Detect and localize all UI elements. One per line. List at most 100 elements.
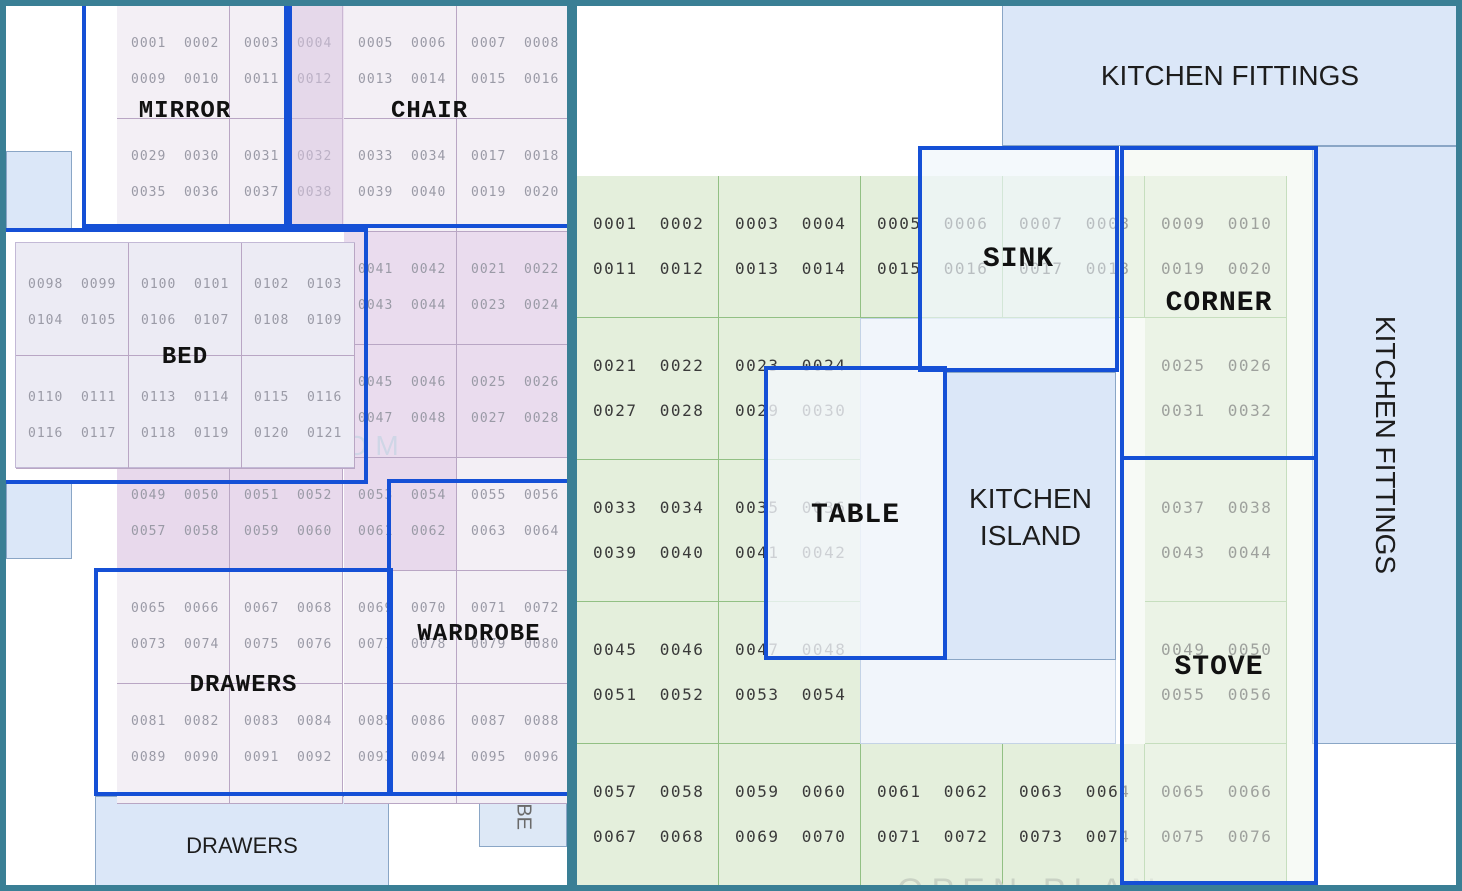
cell-id-row-2: 0091 0092 [244,750,333,765]
cell-id-row-1: 0098 0099 [28,277,117,292]
mirror-label: MIRROR [138,98,232,125]
cell-id-row-1: 0033 0034 [593,498,705,517]
cell-id-row-2: 0015 0016 [471,72,560,87]
wardrobe-outline: WARDROBE [387,479,567,796]
cell-id-row-2: 0089 0090 [131,750,220,765]
cell-id-row-2: 0039 0040 [358,185,447,200]
kitchen-grid-cell: 0003 0004 0013 0014 [719,176,861,318]
cell-id-row-2: 0053 0054 [735,685,847,704]
cell-id-row-1: 0069 0070 [358,601,447,616]
cell-id-row-2: 0079 0080 [471,637,560,652]
cell-id-row-2: 0019 0020 [471,185,560,200]
cell-id-row-1: 0049 0050 [131,488,220,503]
sink-outline: SINK [918,146,1119,372]
cell-id-row-1: 0001 0002 [131,36,220,51]
cell-id-row-1: 0087 0088 [471,714,560,729]
cell-id-row-2: 0069 0070 [735,827,847,846]
table-backing [768,370,945,656]
cell-id-row-2: 0011 0012 [593,259,705,278]
cell-id-row-1: 0001 0002 [593,214,705,233]
kitchen-island-label-line1: KITCHEN [969,483,1092,514]
cell-id-row-2: 0059 0060 [244,524,333,539]
bedroom-grid-cell: 0071 0072 0079 0080 [457,571,567,684]
cell-id-row-1: 0029 0030 [131,149,220,164]
cell-id-row-1: 0041 0042 [358,262,447,277]
cell-id-row-1: 0071 0072 [471,601,560,616]
kitchen-fittings-side: KITCHEN FITTINGS [1312,146,1456,744]
cell-id-row-2: 0067 0068 [593,827,705,846]
cell-id-row-1: 0061 0062 [877,782,989,801]
cell-id-row-2: 0063 0064 [471,524,560,539]
cell-id-row-1: 0059 0060 [735,782,847,801]
cell-id-row-1: 0045 0046 [358,375,447,390]
cell-id-row-1: 0067 0068 [244,601,333,616]
cell-id-row-2: 0013 0014 [358,72,447,87]
cell-id-row-1: 0025 0026 [471,375,560,390]
cell-id-row-1: 0017 0018 [471,149,560,164]
cell-id-row-1: 0007 0008 [471,36,560,51]
kitchen-plan-panel: KITCHEN FITTINGS KITCHEN FITTINGS 0001 0… [577,6,1456,885]
cell-id-row-2: 0027 0028 [593,401,705,420]
bed-label: BED [161,344,209,371]
cell-id-row-2: 0013 0014 [735,259,847,278]
cell-id-row-2: 0118 0119 [141,426,230,441]
corner-backing [1122,149,1316,883]
kitchen-fittings-side-label: KITCHEN FITTINGS [1370,315,1401,575]
bed-grid-cell: 0098 0099 0104 0105 [16,243,129,356]
cell-id-row-2: 0108 0109 [254,313,343,328]
cell-id-row-1: 0057 0058 [593,782,705,801]
cell-id-row-2: 0047 0048 [358,411,447,426]
cell-id-row-2: 0057 0058 [131,524,220,539]
cell-id-row-2: 0061 0062 [358,524,447,539]
corner-label: CORNER [1165,288,1273,319]
cell-id-row-2: 0073 0074 [1019,827,1131,846]
cell-id-row-1: 0021 0022 [593,356,705,375]
cell-id-row-2: 0043 0044 [358,298,447,313]
cell-id-row-1: 0081 0082 [131,714,220,729]
cell-id-row-2: 0009 0010 [131,72,220,87]
table-label: TABLE [810,500,900,531]
cell-id-row-1: 0053 0054 [358,488,447,503]
sink-label: SINK [982,244,1055,275]
stove-outline: STOVE [1120,456,1318,885]
bedroom-grid-cell: 0001 0002 0009 0010 [117,6,230,119]
bed-grid-cell: 0102 0103 0108 0109 [242,243,355,356]
cell-id-row-2: 0023 0024 [471,298,560,313]
cell-id-row-1: 0003 0004 [735,214,847,233]
kitchen-grid-cell: 0059 0060 0069 0070 [719,744,861,885]
cell-id-row-2: 0104 0105 [28,313,117,328]
chair-label: CHAIR [390,98,468,125]
drawers-label: DRAWERS [189,672,298,699]
cell-id-row-2: 0051 0052 [593,685,705,704]
cell-id-row-1: 0055 0056 [471,488,560,503]
wall-fixture-bottom [6,481,72,559]
drawers-fixture: DRAWERS [95,796,389,885]
bedroom-highlight-column [288,6,344,232]
cell-id-row-2: 0106 0107 [141,313,230,328]
cell-id-row-1: 0100 0101 [141,277,230,292]
cell-id-row-2: 0093 0094 [358,750,447,765]
kitchen-island-label-line2: ISLAND [979,520,1082,551]
table-outline: TABLE [764,366,947,660]
cell-id-row-1: 0102 0103 [254,277,343,292]
cell-id-row-1: 0005 0006 [358,36,447,51]
bedroom-grid-cell: 0005 0006 0013 0014 [344,6,457,119]
bedroom-grid-cell: 0045 0046 0047 0048 [344,345,457,458]
bedroom-grid-cell: 0017 0018 0019 0020 [457,119,567,232]
cell-id-row-1: 0021 0022 [471,262,560,277]
cell-id-row-1: 0063 0064 [1019,782,1131,801]
cell-id-row-1: 0051 0052 [244,488,333,503]
bedroom-grid-cell: 0055 0056 0063 0064 [457,458,567,571]
kitchen-grid-cell: 0001 0002 0011 0012 [577,176,719,318]
